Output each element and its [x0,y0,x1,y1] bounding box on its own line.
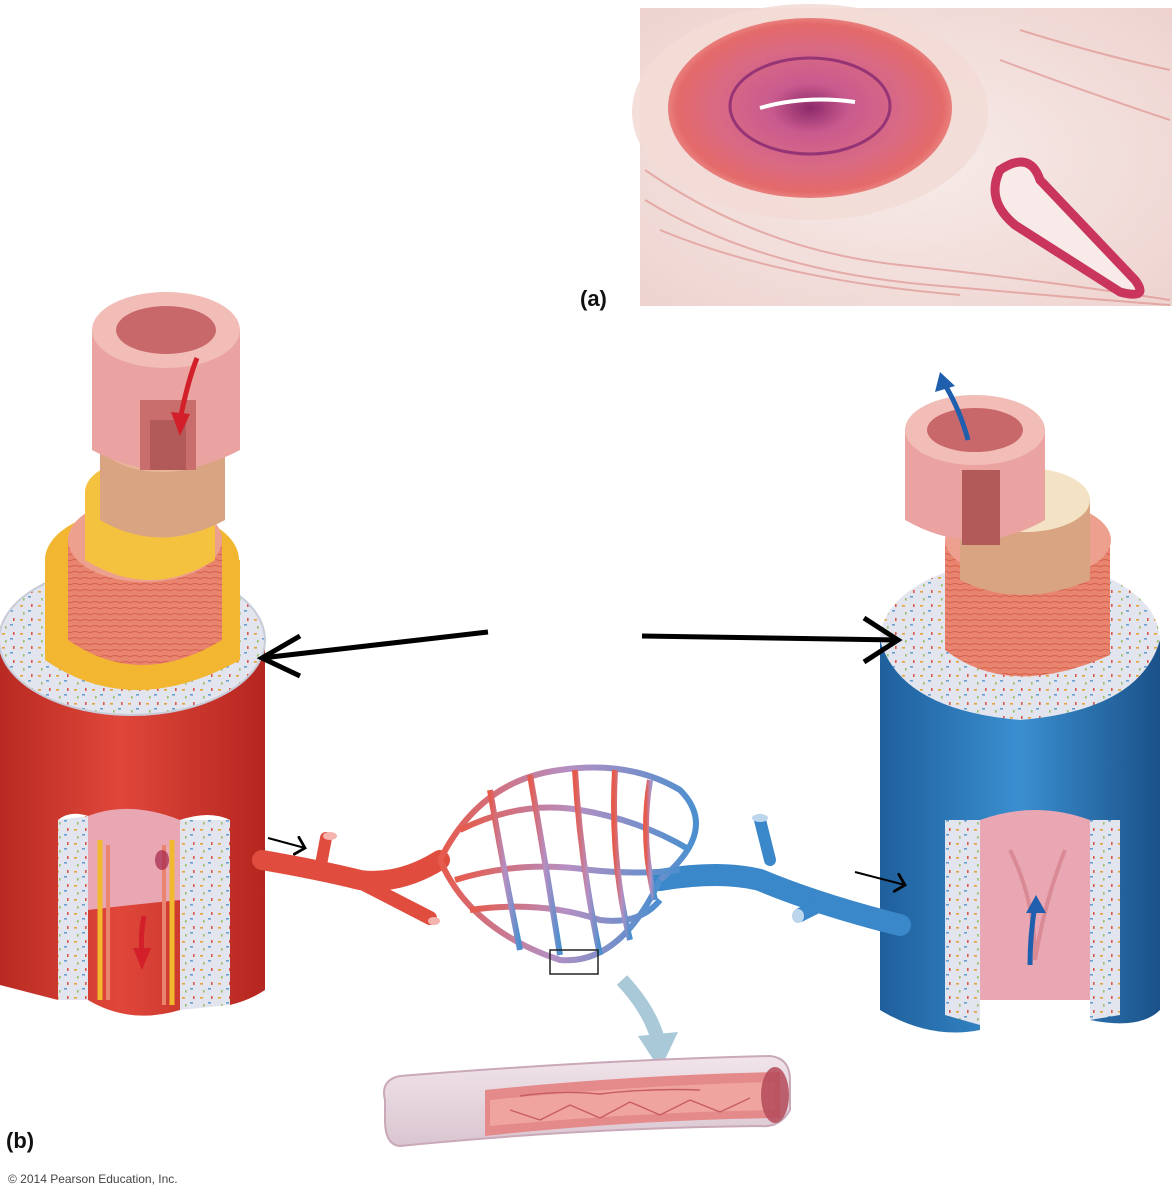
microcirculation [252,764,911,1148]
detail-box [549,949,599,975]
capillary-bed [437,764,699,964]
black-pointer-arrow-right [641,633,899,643]
vein-section-micro [990,157,1145,299]
capillary-endothelium [490,1082,775,1126]
blue-flow-arrow [942,383,971,441]
vein [880,372,1160,1033]
artery-lumen [88,808,180,910]
pointer-arrows [256,615,905,885]
copyright-notice: © 2014 Pearson Education, Inc. [8,1172,178,1186]
venule [649,864,911,936]
red-flow-arrow [177,357,200,421]
arteriole [252,850,450,891]
light-blue-curved-arrow [616,975,665,1042]
artery-section-micro [668,18,952,198]
artery [0,292,266,1016]
panel-b-label: (b) [6,1128,35,1153]
black-pointer-arrow-left [261,629,489,661]
vein-valve [1008,849,1067,961]
small-pointer-arrow-right [854,871,905,885]
artery-lumen-micro [759,97,856,110]
panel-a-label: (a) [580,286,607,311]
micrograph [632,4,1172,306]
small-pointer-arrow-left [267,838,305,848]
